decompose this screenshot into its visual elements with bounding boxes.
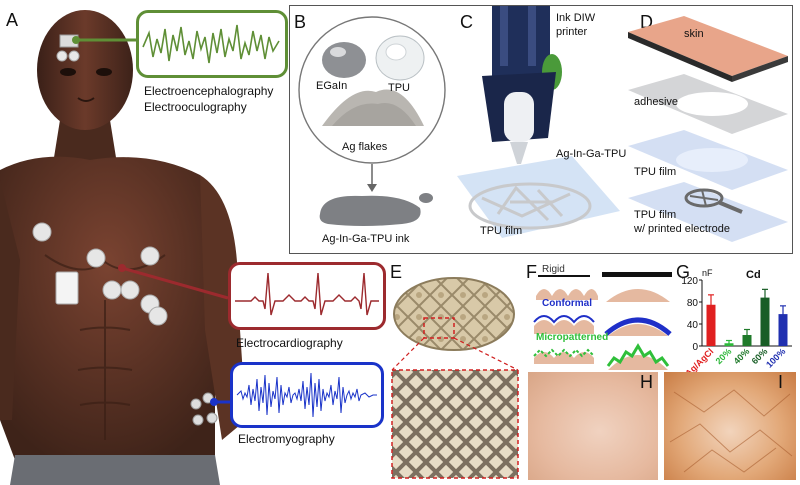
ecg-waveform (235, 272, 379, 316)
adhesive-label: adhesive (634, 96, 679, 108)
panel-f-contact-diagram (533, 272, 672, 370)
ecg-label: Electrocardiography (236, 336, 343, 350)
panel-label-a: A (6, 10, 19, 30)
panel-c-illustration (457, 6, 620, 238)
eeg-waveform (142, 24, 280, 64)
x-tick-label: Ag/AgCl (683, 346, 715, 374)
panel-h-skin-photo (528, 372, 658, 480)
emg-label: Electromyography (238, 432, 335, 446)
printer-label-line1: Ink DIW (556, 12, 596, 24)
y-tick-label: 0 (692, 342, 698, 353)
panel-label-g: G (676, 262, 691, 282)
rigid-label: Rigid (542, 264, 565, 275)
eeg-label-line2: Electrooculography (144, 100, 247, 114)
ecg-signal-box (228, 262, 386, 330)
tpu-label: TPU (388, 82, 410, 94)
printed-label-line1: TPU film (634, 209, 677, 221)
eeg-signal-box (136, 10, 288, 78)
printer-label-line2: printer (556, 26, 588, 38)
printed-label-line2: w/ printed electrode (634, 223, 730, 235)
chart-unit-label: nF (702, 268, 713, 278)
emg-signal-box (230, 362, 384, 428)
panel-label-h: H (640, 372, 653, 392)
emg-waveform (236, 372, 377, 418)
ink-label: Ag-In-Ga-TPU ink (322, 233, 410, 245)
bar (760, 297, 770, 346)
panels-bcd-frame (289, 5, 793, 254)
panel-label-b: B (294, 12, 307, 32)
y-tick-label: 80 (687, 298, 699, 309)
connector-lines (72, 36, 232, 406)
x-tick-label: 100% (764, 346, 787, 369)
bar (778, 314, 788, 346)
bar (706, 304, 716, 346)
skin-label: skin (684, 28, 704, 40)
panel-b-illustration (298, 16, 446, 226)
y-tick-label: 120 (681, 276, 698, 287)
panel-label-i: I (778, 372, 784, 392)
x-tick-label: 40% (732, 346, 752, 366)
y-tick-label: 40 (687, 320, 699, 331)
panel-i-texture (669, 389, 793, 473)
conformal-label: Conformal (542, 298, 592, 309)
chart-series-label: Cd (746, 269, 761, 281)
egain-label: EGaIn (316, 80, 348, 92)
ag-flakes-label: Ag flakes (342, 141, 388, 153)
panel-label-f: F (526, 262, 537, 282)
eeg-label-line1: Electroencephalography (144, 84, 274, 98)
panel-label-e: E (390, 262, 403, 282)
material-label: Ag-In-Ga-TPU (556, 148, 627, 160)
panel-label-c: C (460, 12, 473, 32)
panel-e-mesh (391, 277, 519, 479)
micropatterned-label: Micropatterned (536, 332, 609, 343)
tpu-film-label-d: TPU film (634, 166, 677, 178)
x-tick-label: 20% (714, 346, 734, 366)
tpu-film-label-c: TPU film (480, 225, 523, 237)
panel-d-layers (628, 16, 788, 242)
